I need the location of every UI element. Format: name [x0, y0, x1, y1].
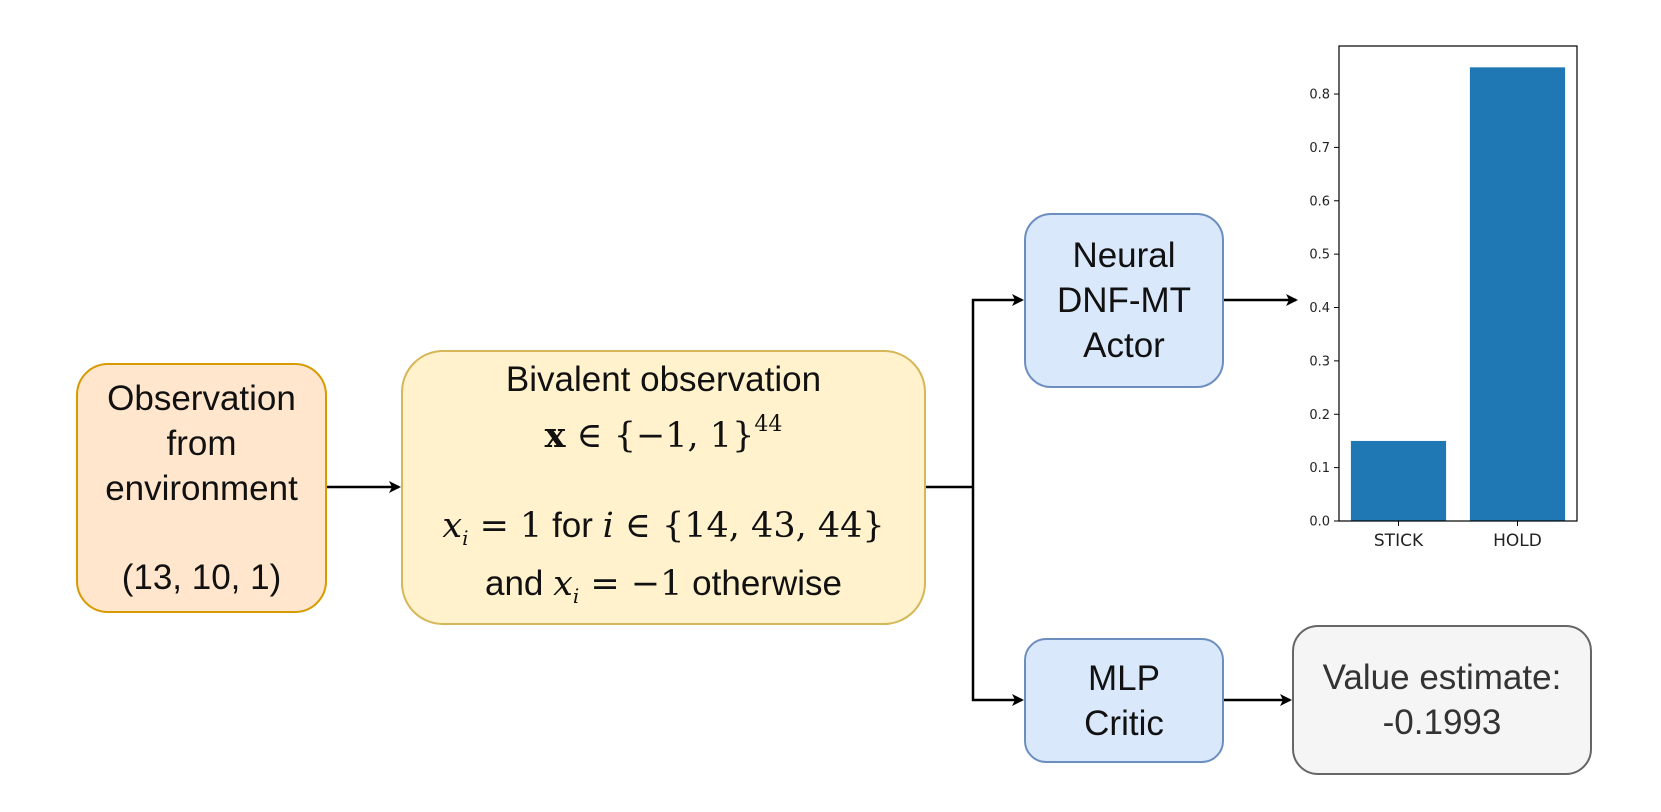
bivalent-dimension: 44	[754, 411, 783, 437]
actor-line1: Neural	[1072, 236, 1176, 275]
y-tick-label: 0.6	[1309, 194, 1330, 209]
y-tick-label: 0.4	[1309, 301, 1330, 316]
rule-otherwise: otherwise	[682, 563, 842, 603]
bivalent-title: Bivalent observation	[505, 359, 822, 399]
observation-line2: from	[166, 424, 237, 463]
observation-box: Observation from environment (13, 10, 1)	[76, 363, 327, 613]
bar-stick	[1350, 440, 1447, 521]
value-estimate-box: Value estimate: -0.1993	[1292, 625, 1592, 775]
chart-axes-frame	[1338, 45, 1578, 522]
actor-line3: Actor	[1083, 326, 1165, 365]
rule-idx-var: i	[602, 505, 614, 546]
bivalent-vector: x	[544, 414, 566, 456]
x-tick-label: STICK	[1374, 531, 1424, 551]
bivalent-set: ∈ {−1, 1}	[565, 415, 755, 456]
rule-for: for	[542, 505, 603, 545]
y-tick-label: 0.1	[1309, 461, 1330, 476]
rule-sub: i	[462, 525, 469, 550]
rule-var: x	[442, 505, 463, 546]
value-label: Value estimate:	[1322, 658, 1562, 697]
observation-line1: Observation	[107, 379, 296, 418]
bivalent-set-formula: x ∈ {−1, 1}44	[545, 402, 783, 459]
observation-line3: environment	[105, 469, 298, 508]
y-tick-label: 0.3	[1309, 354, 1330, 369]
y-tick-label: 0.8	[1309, 88, 1330, 103]
critic-box: MLP Critic	[1024, 638, 1224, 763]
critic-line1: MLP	[1088, 658, 1160, 698]
y-tick-label: 0.5	[1309, 248, 1330, 263]
actor-box: Neural DNF-MT Actor	[1024, 213, 1224, 388]
rule-eq-neg: = −1	[579, 563, 683, 604]
value-number: -0.1993	[1382, 703, 1502, 742]
rule-idx-set: ∈ {14, 43, 44}	[613, 505, 885, 546]
rule-var-2: x	[553, 563, 573, 604]
arrow-split-to-critic	[971, 487, 1024, 706]
y-tick-label: 0.2	[1309, 408, 1330, 423]
y-tick-label: 0.0	[1309, 515, 1330, 530]
observation-shape: (13, 10, 1)	[121, 558, 282, 597]
action-probability-chart: 0.0 0.1 0.2 0.3 0.4 0.5 0.6 0.7 0.8 STICK HOLD	[1309, 45, 1578, 551]
x-tick-label: HOLD	[1493, 531, 1542, 551]
y-tick-label: 0.7	[1309, 141, 1330, 156]
rule-eq-one: = 1	[468, 505, 543, 546]
critic-line2: Critic	[1084, 703, 1164, 743]
rule-sub-2: i	[572, 583, 580, 608]
actor-line2: DNF-MT	[1056, 281, 1192, 320]
bivalent-rule-line1: xi = 1 for i ∈ {14, 43, 44}	[442, 503, 884, 561]
rule-and: and	[485, 563, 554, 603]
bar-hold	[1469, 67, 1566, 521]
bivalent-observation-box: Bivalent observation x ∈ {−1, 1}44 xi = …	[401, 350, 926, 625]
arrow-split-to-actor	[971, 294, 1024, 487]
bivalent-rule-line2: and xi = −1 otherwise	[485, 561, 842, 619]
